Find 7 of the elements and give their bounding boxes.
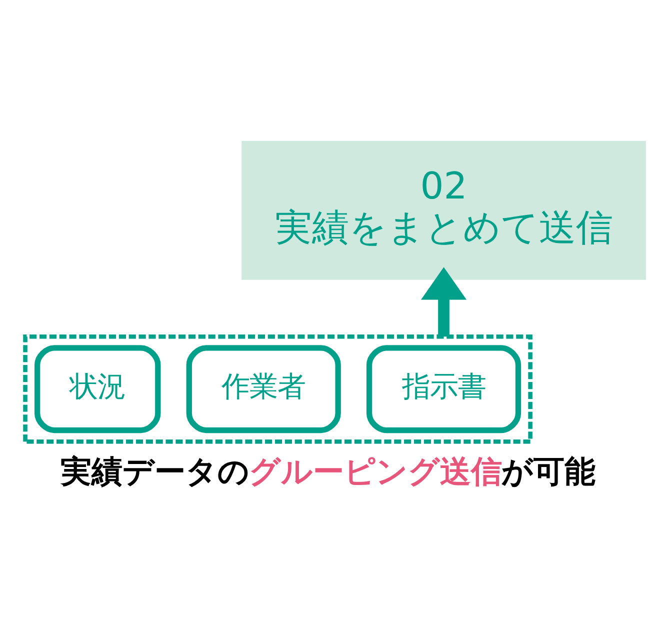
arrow	[420, 266, 467, 336]
cluster	[23, 334, 532, 444]
node-box: 02 実績をまとめて送信	[242, 140, 646, 280]
node-box: 指示書	[366, 344, 522, 433]
caption: 実績データのグルーピング送信が可能	[60, 454, 596, 490]
node-box: 作業者	[186, 344, 341, 433]
node-box: 状況	[34, 344, 161, 433]
